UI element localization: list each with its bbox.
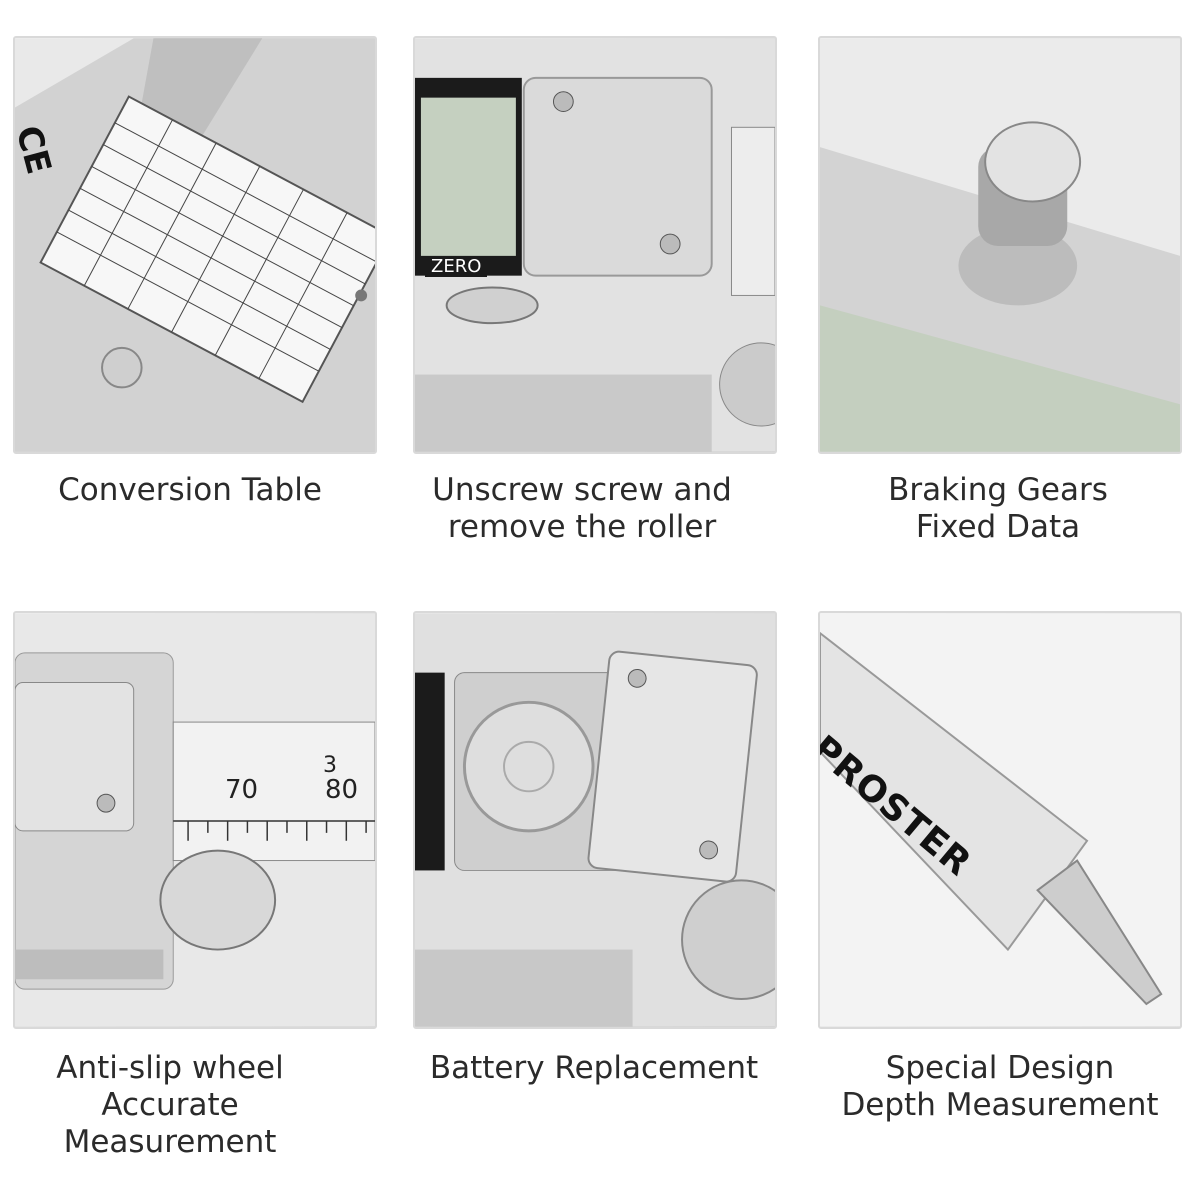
caption-conversion-table: Conversion Table xyxy=(58,472,322,508)
caption-depth-measurement: Special Design Depth Measurement xyxy=(841,1050,1159,1123)
caption-unscrew-roller: Unscrew screw and remove the roller xyxy=(432,472,732,545)
photo-braking-gears xyxy=(818,36,1182,454)
scale-number-70: 70 xyxy=(225,775,259,805)
scale-number-80: 80 xyxy=(325,775,359,805)
zero-label: ZERO xyxy=(425,256,488,277)
photo-unscrew-roller: ZERO xyxy=(413,36,777,454)
photo-battery-replacement xyxy=(413,611,777,1029)
caption-battery-replacement: Battery Replacement xyxy=(429,1050,759,1086)
scale-number-3: 3 xyxy=(323,753,337,778)
caption-braking-gears: Braking Gears Fixed Data xyxy=(888,472,1108,545)
photo-depth-measurement: PROSTER xyxy=(818,611,1182,1029)
caption-anti-slip-wheel: Anti-slip wheel Accurate Measurement xyxy=(56,1050,284,1160)
photo-anti-slip-wheel: 70 80 3 xyxy=(13,611,377,1029)
photo-conversion-table: CE xyxy=(13,36,377,454)
